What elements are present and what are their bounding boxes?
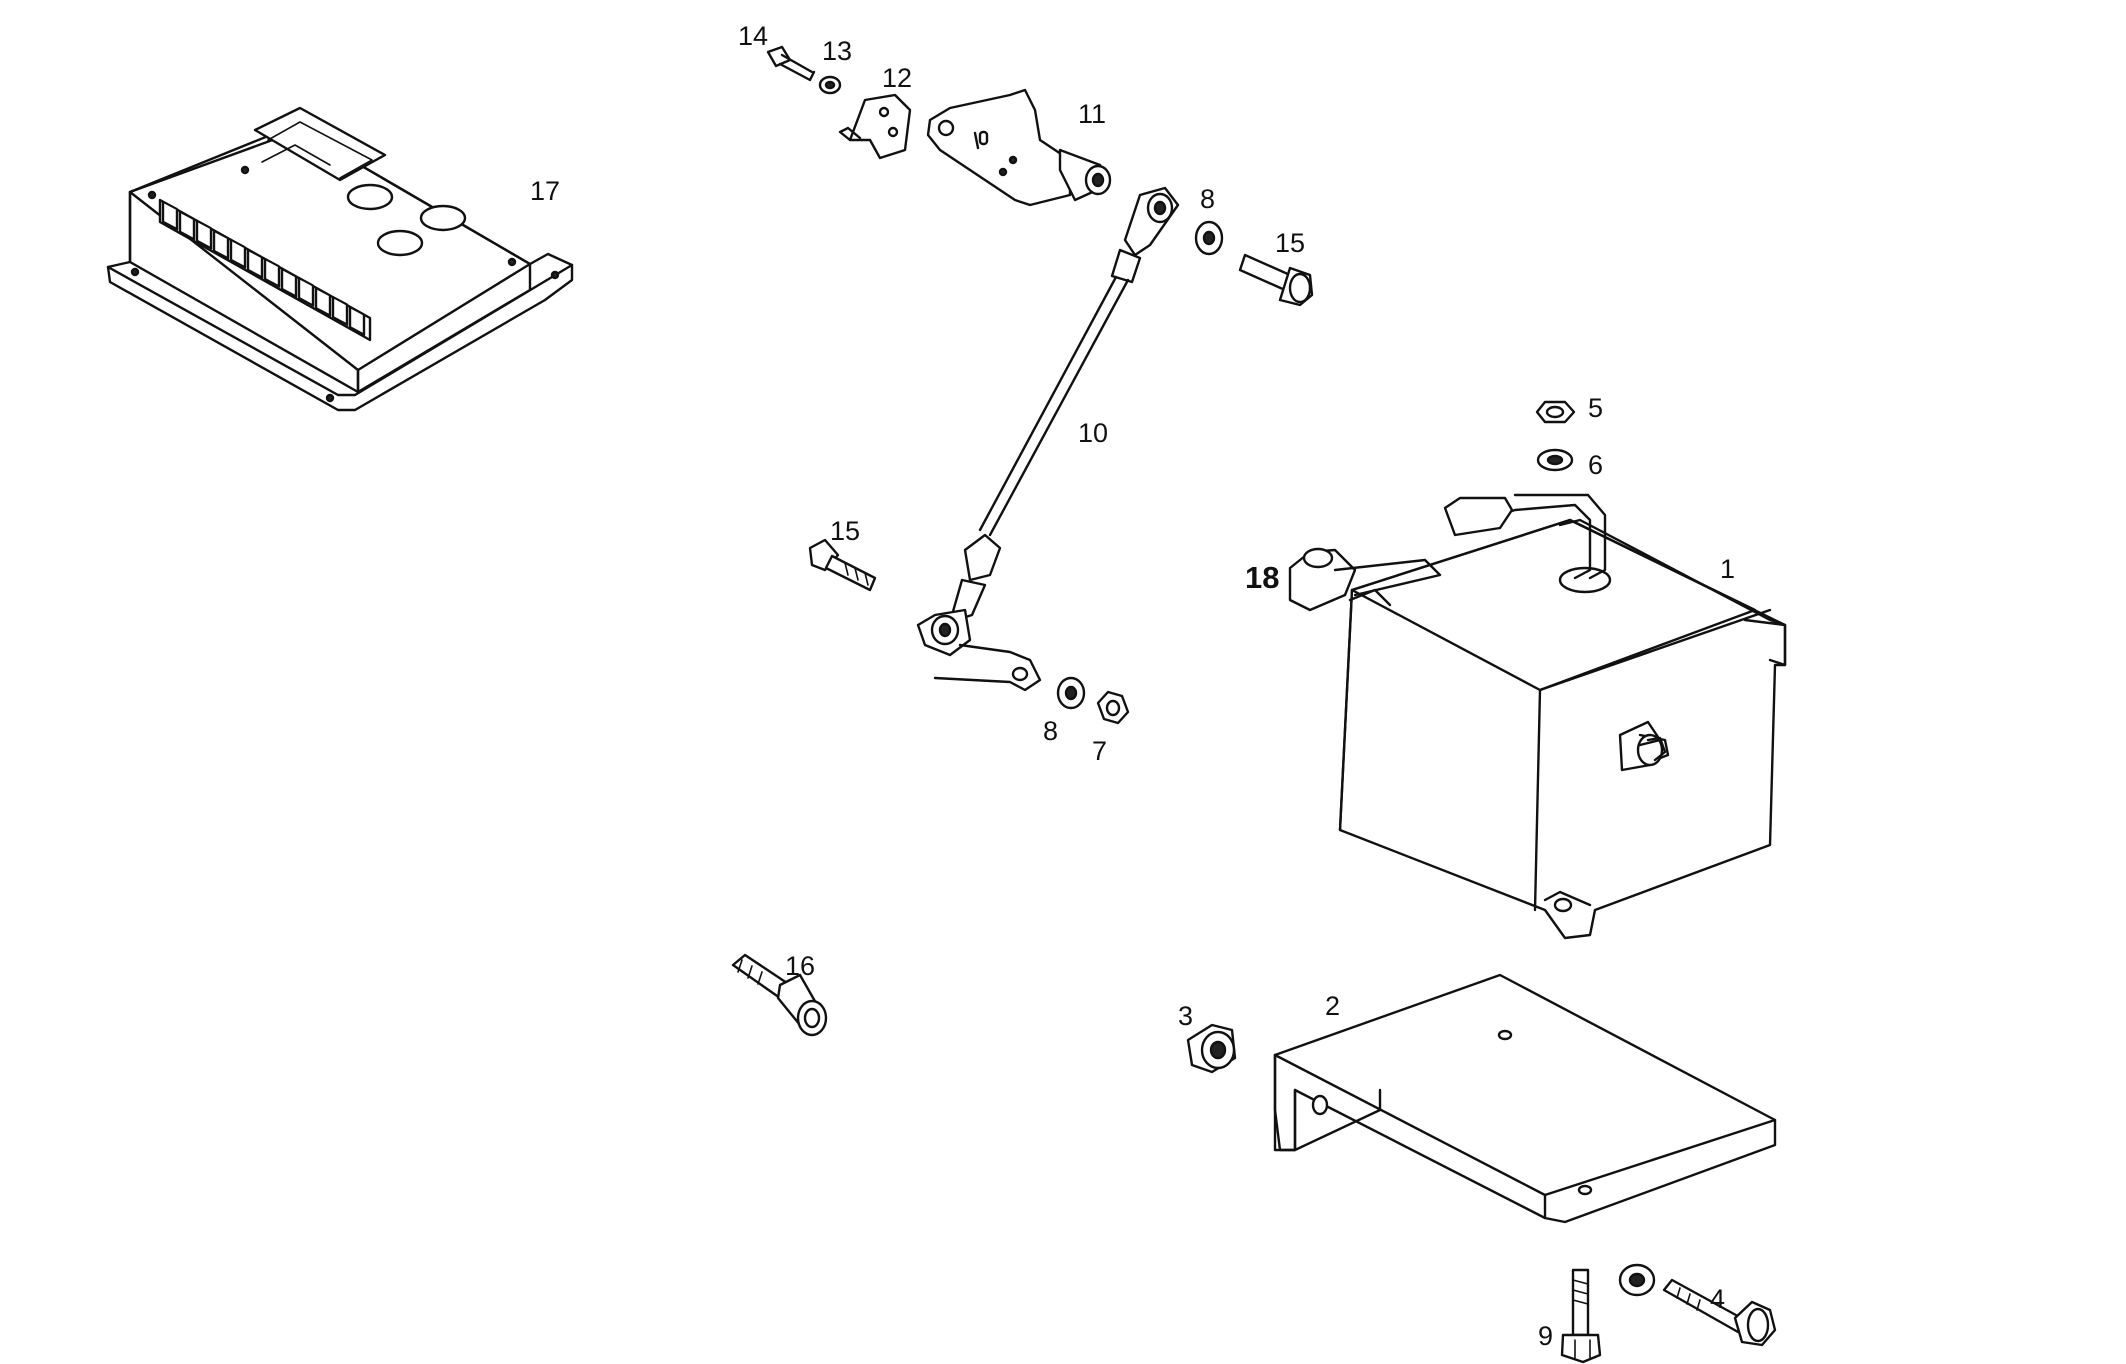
callout-16: 16: [785, 951, 815, 981]
part-6-washer: [1536, 448, 1574, 472]
callout-8-upper: 8: [1200, 184, 1215, 214]
callout-5: 5: [1588, 393, 1603, 423]
part-10-linkage-rod: [916, 186, 1180, 657]
part-8-washer-lower: [1056, 676, 1086, 710]
callout-10: 10: [1078, 418, 1108, 448]
callout-17: 17: [530, 176, 560, 206]
callout-2: 2: [1325, 991, 1340, 1021]
part-4-bolt: [1662, 1278, 1777, 1347]
lever-arm: [933, 643, 1042, 692]
part-15-bolt-upper: [1238, 253, 1314, 307]
callout-11: 11: [1078, 99, 1106, 129]
callout-8-lower: 8: [1043, 716, 1058, 746]
callout-15-left: 15: [830, 516, 860, 546]
callout-9: 9: [1538, 1321, 1553, 1351]
part-9-bolt: [1560, 1268, 1602, 1364]
callout-1: 1: [1720, 554, 1735, 584]
part-14-screw: [766, 45, 816, 82]
callout-14: 14: [738, 21, 768, 51]
callout-4: 4: [1710, 1284, 1725, 1314]
part-15-bolt-left: [808, 538, 877, 592]
part-3-spacer: [1186, 1023, 1237, 1074]
part-7-nut: [1096, 690, 1130, 725]
callout-12: 12: [882, 63, 912, 93]
part-1-actuator: [1338, 493, 1787, 940]
callout-6: 6: [1588, 450, 1603, 480]
part-2-mounting-plate: [1273, 973, 1777, 1224]
callout-18: 18: [1245, 560, 1279, 595]
part-18-lever: [1288, 547, 1442, 612]
callout-13: 13: [822, 36, 852, 66]
part-5-nut: [1535, 400, 1576, 424]
part-11-bracket: [926, 88, 1112, 207]
part-washer-near-9: [1618, 1263, 1656, 1297]
part-17-control-unit: [106, 106, 574, 412]
callout-15-upper: 15: [1275, 228, 1305, 258]
part-13-washer: [818, 75, 842, 95]
part-8-washer-upper: [1194, 220, 1224, 256]
part-16-fitting: [731, 953, 828, 1037]
part-12-small-bracket: [838, 93, 912, 160]
callout-7: 7: [1092, 736, 1107, 766]
callout-3: 3: [1178, 1001, 1193, 1031]
